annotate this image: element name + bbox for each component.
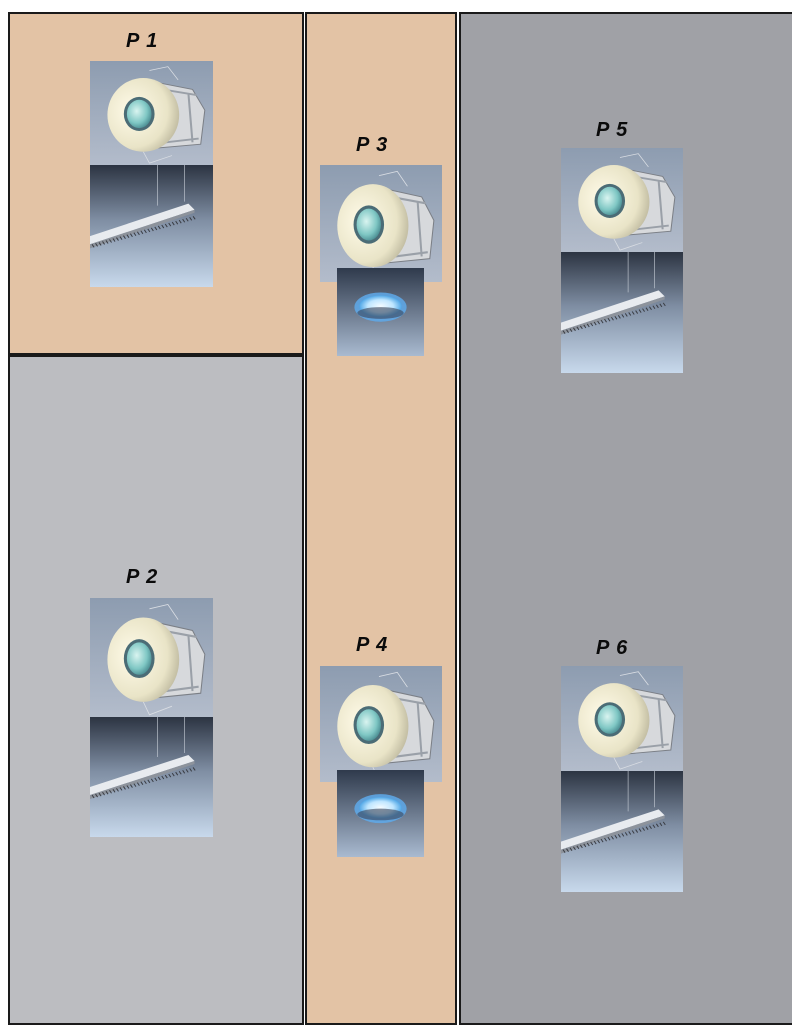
panel-label-p6: P 6 <box>596 637 629 659</box>
round-light-image-p4 <box>337 770 424 857</box>
panel-label-p3: P 3 <box>356 134 389 156</box>
spotlight-image-p2 <box>90 598 213 717</box>
linear-light-image-p1 <box>90 165 213 287</box>
spotlight-image-p4 <box>320 666 442 782</box>
round-light-image-p3 <box>337 268 424 356</box>
linear-light-image-p5 <box>561 252 683 373</box>
panel-label-p1: P 1 <box>126 30 159 52</box>
linear-light-image-p6 <box>561 771 683 892</box>
spotlight-image-p3 <box>320 165 442 282</box>
spotlight-image-p6 <box>561 666 683 771</box>
panel-label-p4: P 4 <box>356 634 389 656</box>
panel-label-p5: P 5 <box>596 119 629 141</box>
panel-label-p2: P 2 <box>126 566 159 588</box>
spotlight-image-p5 <box>561 148 683 252</box>
spotlight-image-p1 <box>90 61 213 165</box>
zone-p3-p4 <box>305 12 457 1025</box>
linear-light-image-p2 <box>90 717 213 837</box>
